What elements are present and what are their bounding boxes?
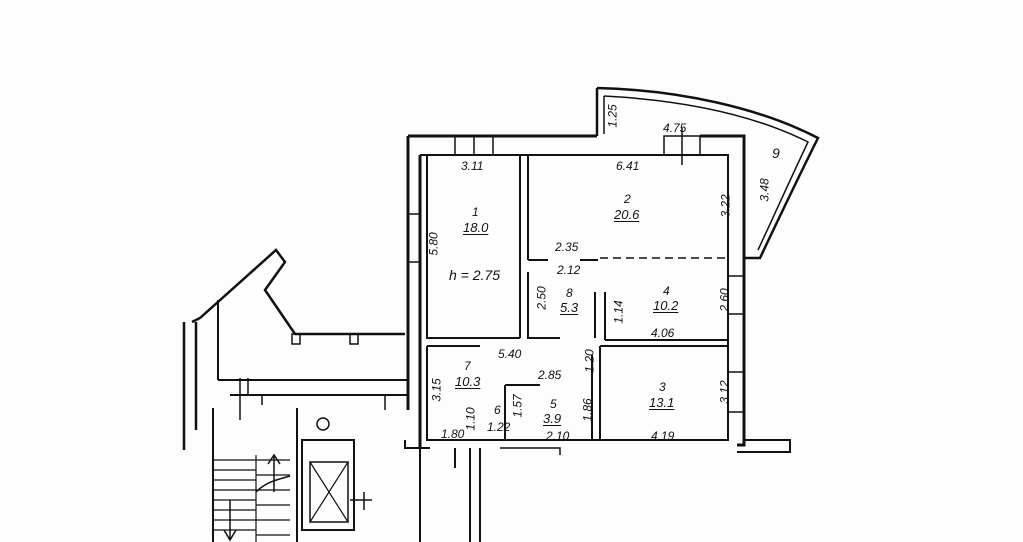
room2-wall: [527, 155, 598, 261]
balcony-wall: [595, 86, 820, 260]
dim-room1-width: 3.11: [461, 159, 484, 173]
dim-balcony-right: 3.48: [757, 178, 772, 202]
room-8-area: 5.3: [560, 300, 579, 315]
dim-room6-width: 1.22: [487, 420, 511, 434]
dim-room2-width: 6.41: [616, 159, 640, 173]
balcony-wall-inner: [603, 95, 809, 251]
dim-room1-height: 5.80: [426, 232, 441, 256]
room-8-number: 8: [566, 286, 573, 300]
dim-partition-2-12: 2.12: [557, 263, 581, 277]
window: [727, 275, 745, 315]
room-1-number: 1: [472, 205, 479, 219]
stair-treads: [213, 455, 290, 542]
room-2-number: 2: [624, 192, 631, 206]
dim-room7-height: 3.15: [429, 378, 444, 402]
dim-balcony-width: 4.75: [663, 121, 687, 135]
room-5-number: 5: [550, 397, 557, 411]
room-7-number: 7: [464, 359, 471, 373]
room-7-area: 10.3: [455, 374, 481, 389]
dim-balcony-left: 1.25: [605, 104, 620, 128]
room-5-area: 3.9: [543, 411, 562, 426]
dim-room7-width: 2.85: [538, 368, 562, 382]
room-4-number: 4: [663, 284, 670, 298]
window: [727, 371, 745, 413]
window: [407, 213, 421, 263]
room1-wall: [426, 155, 521, 339]
ceiling-height: h = 2.75: [449, 267, 500, 283]
dim-door-1-20: 1.20: [582, 349, 597, 373]
dim-room8-door: 1.14: [611, 300, 626, 324]
dim-room3-width: 4.19: [651, 429, 675, 443]
room7-wall: [426, 345, 520, 441]
room-2-area: 20.6: [614, 207, 640, 222]
outer-wall-inner: [420, 154, 729, 441]
dim-room4-width: 4.06: [651, 326, 675, 340]
shaft-circle: [316, 417, 330, 431]
dim-room5-left: 1.57: [510, 394, 525, 418]
room-9-number: 9: [772, 145, 780, 161]
dim-room3-height: 3.12: [717, 380, 732, 404]
room5-wall: [504, 355, 600, 441]
dim-room5-width: 2.10: [546, 429, 570, 443]
room8-wall: [527, 272, 728, 341]
room-3-area: 13.1: [649, 395, 675, 410]
dim-room5-right: 1.86: [580, 398, 595, 422]
dim-room6-left: 1.10: [463, 407, 478, 431]
outer-wall: [406, 134, 746, 448]
dim-entry-width: 1.80: [441, 427, 465, 441]
elevator-shaft: [301, 439, 355, 531]
dim-partition-2-35: 2.35: [555, 240, 579, 254]
room-6-number: 6: [494, 403, 501, 417]
room-3-number: 3: [659, 380, 666, 394]
dim-corridor-width: 5.40: [498, 347, 522, 361]
room-1-area: 18.0: [463, 220, 489, 235]
dim-room2-height: 3.22: [718, 194, 733, 218]
dim-room8-height: 2.50: [534, 286, 549, 310]
stair-arrow-icon: [267, 453, 281, 492]
dim-room4-height: 2.60: [717, 288, 732, 312]
room-4-area: 10.2: [653, 298, 679, 313]
